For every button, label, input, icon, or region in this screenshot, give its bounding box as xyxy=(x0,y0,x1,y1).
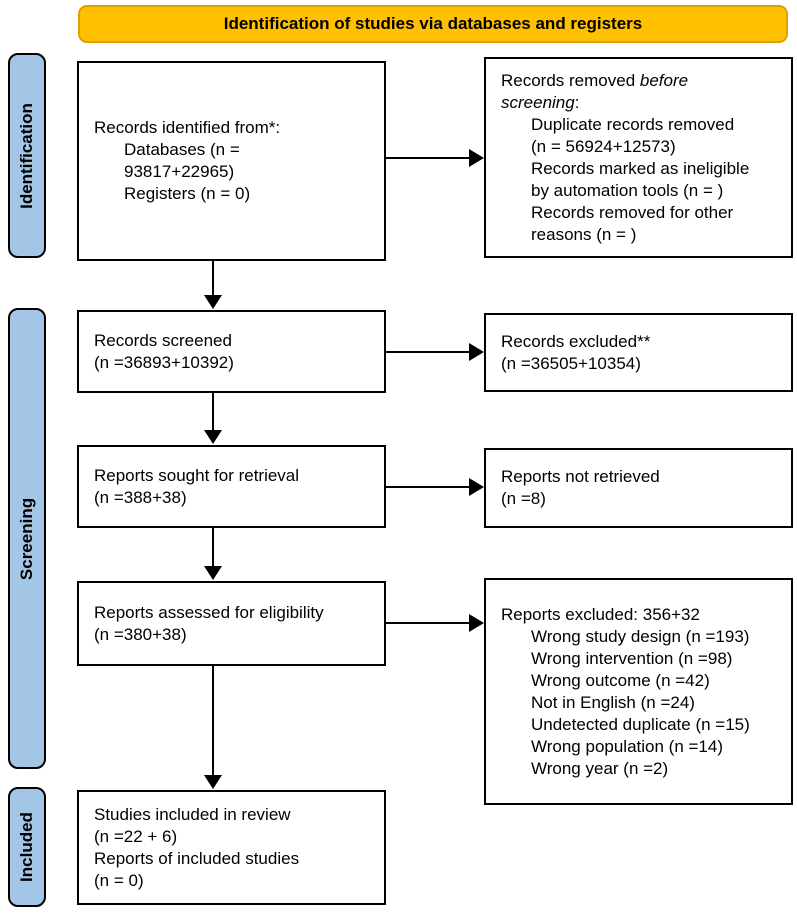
arrow-identified-to-screened xyxy=(212,261,214,296)
arrowhead-down-icon xyxy=(204,295,222,309)
records-screened-text: Records screened (n =36893+10392) xyxy=(94,330,234,372)
arrow-sought-to-assessed xyxy=(212,528,214,567)
records-excluded-text: Records excluded** (n =36505+10354) xyxy=(501,331,651,373)
box-records-screened: Records screened (n =36893+10392) xyxy=(77,310,386,393)
box-studies-included: Studies included in review (n =22 + 6) R… xyxy=(77,790,386,905)
box-reports-not-retrieved: Reports not retrieved (n =8) xyxy=(484,448,793,528)
records-removed-item: Records removed for other reasons (n = ) xyxy=(531,202,734,244)
reports-excluded-item: Wrong intervention (n =98) xyxy=(531,648,733,668)
reports-not-retrieved-text: Reports not retrieved (n =8) xyxy=(501,467,660,508)
reports-excluded-item: Wrong year (n =2) xyxy=(531,758,669,778)
stage-screening-label: Screening xyxy=(17,497,37,580)
box-reports-sought: Reports sought for retrieval (n =388+38) xyxy=(77,445,386,528)
stage-identification-label: Identification xyxy=(17,102,36,209)
records-removed-title: Records removed before screening: xyxy=(501,70,689,112)
box-records-identified: Records identified from*: Databases (n =… xyxy=(77,61,386,261)
reports-excluded-item: Wrong outcome (n =42) xyxy=(531,670,710,690)
box-reports-excluded: Reports excluded: 356+32 Wrong study des… xyxy=(484,578,793,805)
arrow-screened-to-excluded xyxy=(386,351,470,353)
arrow-assessed-to-reportsexcluded xyxy=(386,622,470,624)
records-identified-title: Records identified from*: xyxy=(94,118,281,137)
reports-excluded-item: Not in English (n =24) xyxy=(531,692,695,712)
stage-screening: Screening xyxy=(8,308,46,769)
stage-included: Included xyxy=(8,787,46,907)
reports-excluded-title: Reports excluded: 356+32 xyxy=(501,604,700,624)
arrowhead-down-icon xyxy=(204,430,222,444)
stage-included-label: Included xyxy=(17,812,36,882)
arrowhead-down-icon xyxy=(204,775,222,789)
reports-sought-text: Reports sought for retrieval (n =388+38) xyxy=(94,465,300,507)
studies-included-text: Studies included in review (n =22 + 6) R… xyxy=(94,804,300,890)
arrowhead-right-icon xyxy=(469,478,484,496)
arrowhead-right-icon xyxy=(469,149,484,167)
banner-title: Identification of studies via databases … xyxy=(78,5,788,43)
records-identified-details: Databases (n = 93817+22965) Registers (n… xyxy=(124,140,251,203)
reports-excluded-item: Wrong population (n =14) xyxy=(531,736,724,756)
banner-title-text: Identification of studies via databases … xyxy=(223,14,643,33)
box-reports-assessed: Reports assessed for eligibility (n =380… xyxy=(77,581,386,666)
arrow-sought-to-notretrieved xyxy=(386,486,470,488)
arrowhead-right-icon xyxy=(469,614,484,632)
arrow-screened-to-sought xyxy=(212,393,214,430)
reports-assessed-text: Reports assessed for eligibility (n =380… xyxy=(94,602,324,644)
box-records-excluded: Records excluded** (n =36505+10354) xyxy=(484,313,793,392)
arrow-assessed-to-included xyxy=(212,666,214,776)
records-removed-item: Duplicate records removed (n = 56924+125… xyxy=(531,114,735,156)
arrow-identified-to-removed xyxy=(386,157,470,159)
stage-identification: Identification xyxy=(8,53,46,258)
records-removed-item: Records marked as ineligible by automati… xyxy=(531,158,750,200)
reports-excluded-item: Undetected duplicate (n =15) xyxy=(531,714,750,734)
arrowhead-right-icon xyxy=(469,343,484,361)
reports-excluded-item: Wrong study design (n =193) xyxy=(531,626,750,646)
arrowhead-down-icon xyxy=(204,566,222,580)
box-records-removed: Records removed before screening: Duplic… xyxy=(484,57,793,258)
